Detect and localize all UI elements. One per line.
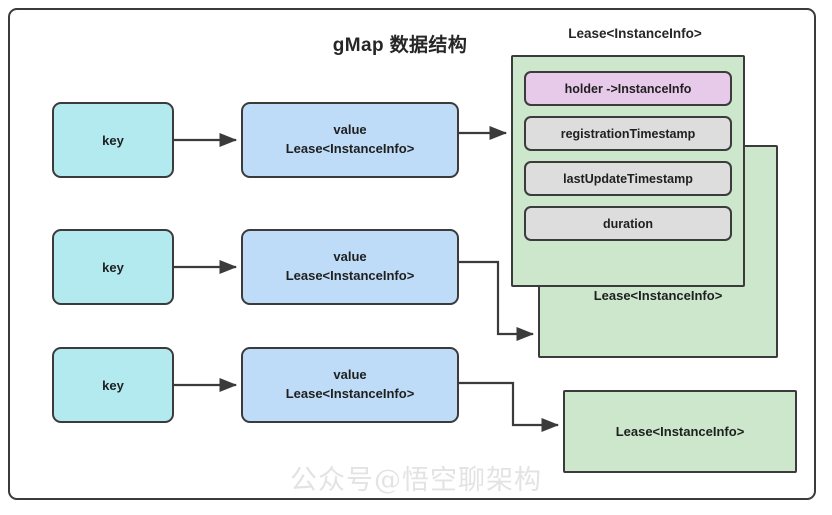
- lease-field-holder-label: holder ->InstanceInfo: [564, 81, 692, 96]
- value-box-1-line2: Lease<InstanceInfo>: [285, 141, 415, 156]
- value-box-1-line1: value: [333, 122, 367, 138]
- watermark: 公众号@悟空聊架构: [290, 465, 542, 496]
- lease-card-1: holder ->InstanceInfo registrationTimest…: [511, 55, 745, 287]
- lease-card-3-label: Lease<InstanceInfo>: [615, 424, 745, 439]
- value-box-3-line1: value: [333, 367, 367, 383]
- key-box-3-label: key: [102, 377, 124, 393]
- lease-field-last-update-timestamp-label: lastUpdateTimestamp: [563, 171, 693, 186]
- lease-field-registration-timestamp-label: registrationTimestamp: [560, 126, 696, 141]
- lease-card-3: Lease<InstanceInfo>: [563, 390, 797, 473]
- lease-field-registration-timestamp: registrationTimestamp: [524, 116, 732, 151]
- key-box-2: key: [52, 229, 174, 305]
- lease-field-last-update-timestamp: lastUpdateTimestamp: [524, 161, 732, 196]
- lease-caption: Lease<InstanceInfo>: [568, 26, 702, 41]
- lease-field-duration: duration: [524, 206, 732, 241]
- key-box-2-label: key: [102, 259, 124, 275]
- key-box-1-label: key: [102, 132, 124, 148]
- key-box-3: key: [52, 347, 174, 423]
- value-box-2-line2: Lease<InstanceInfo>: [285, 268, 415, 283]
- value-box-3-line2: Lease<InstanceInfo>: [285, 386, 415, 401]
- value-box-2: value Lease<InstanceInfo>: [241, 229, 459, 305]
- diagram-title: gMap 数据结构: [332, 35, 468, 56]
- diagram-outer-frame: [8, 8, 816, 500]
- value-box-3: value Lease<InstanceInfo>: [241, 347, 459, 423]
- value-box-2-line1: value: [333, 249, 367, 265]
- key-box-1: key: [52, 102, 174, 178]
- lease-card-2-label: Lease<InstanceInfo>: [593, 288, 723, 303]
- lease-field-duration-label: duration: [603, 216, 653, 231]
- value-box-1: value Lease<InstanceInfo>: [241, 102, 459, 178]
- lease-field-holder: holder ->InstanceInfo: [524, 71, 732, 106]
